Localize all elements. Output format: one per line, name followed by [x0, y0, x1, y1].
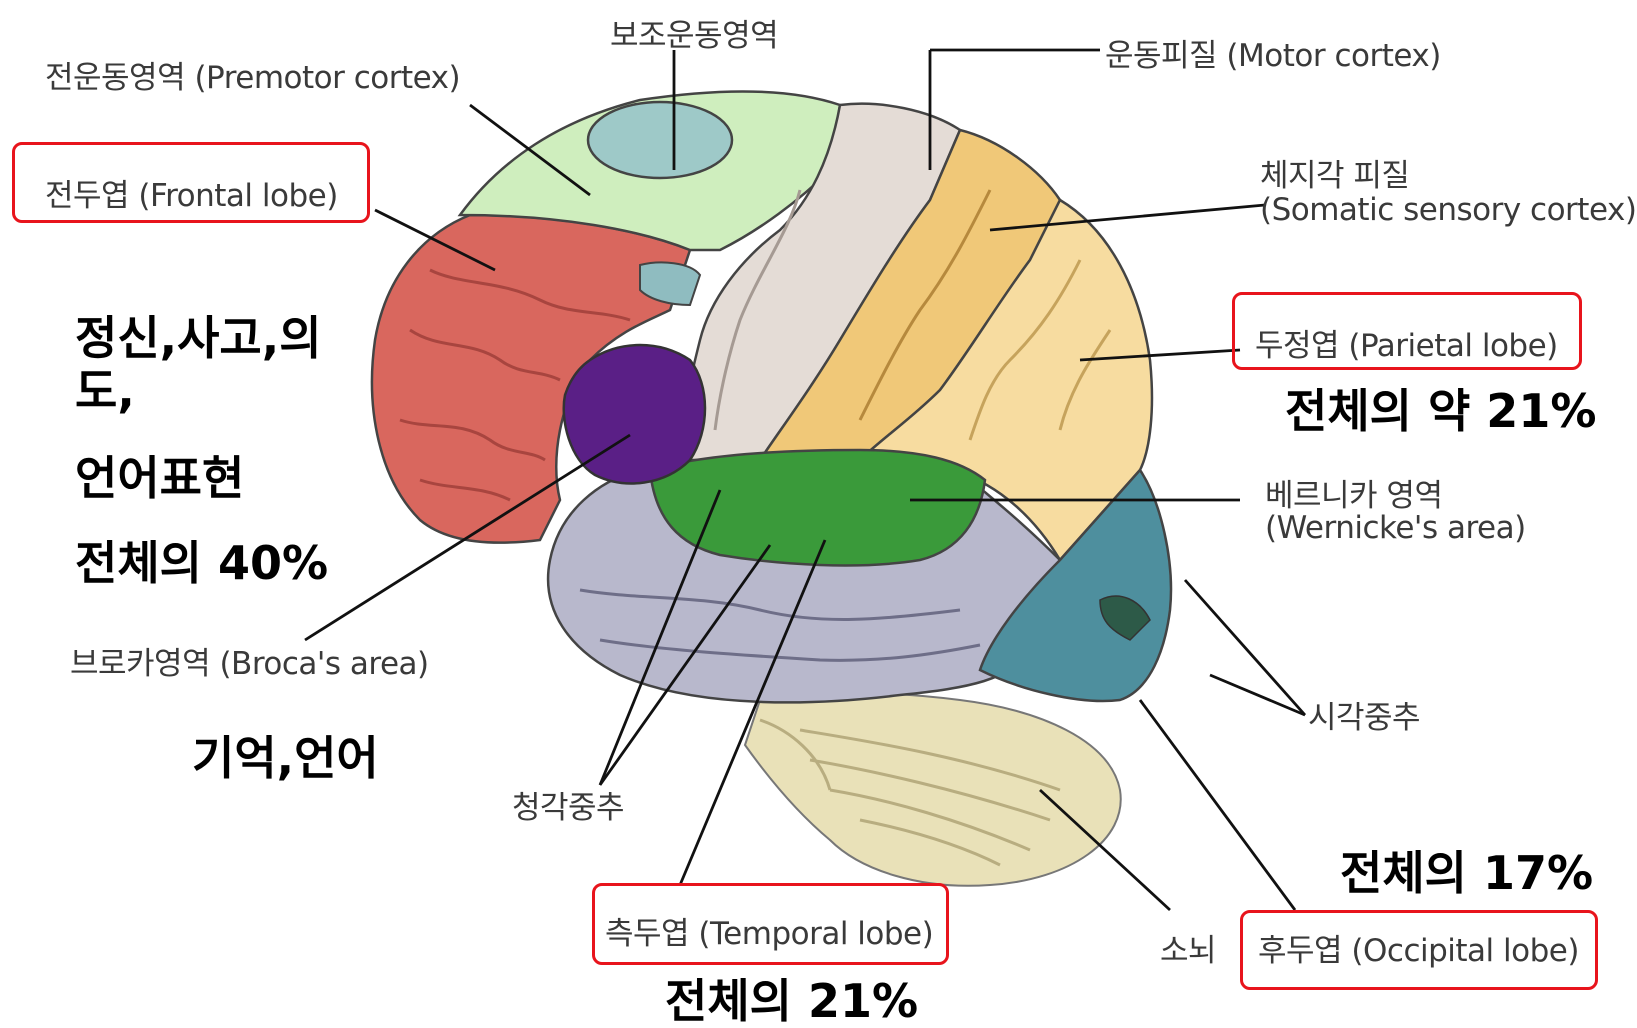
- frontal-functions-line1: 정신,사고,의: [75, 315, 322, 361]
- frontal-functions-line2: 도,: [75, 368, 135, 414]
- somatic-sensory-label-line1: 체지각 피질: [1260, 150, 1409, 195]
- cerebellum-region: [745, 693, 1121, 886]
- occipital-share-note: 전체의 17%: [1340, 850, 1593, 896]
- temporal-share-note: 전체의 21%: [665, 978, 918, 1024]
- wernicke-area-region: [650, 450, 985, 565]
- supplementary-motor-label: 보조운동영역: [610, 10, 778, 55]
- premotor-label: 전운동영역 (Premotor cortex): [45, 52, 460, 97]
- temporal-lobe-highlight-box: [592, 883, 949, 965]
- frontal-lobe-highlight-box: [12, 142, 370, 223]
- motor-cortex-label: 운동피질 (Motor cortex): [1105, 30, 1441, 75]
- parietal-lobe-highlight-box: [1232, 292, 1582, 370]
- somatic-sensory-label-line2: (Somatic sensory cortex): [1260, 192, 1636, 228]
- broca-label: 브로카영역 (Broca's area): [70, 638, 429, 683]
- auditory-center-label: 청각중추: [512, 782, 624, 827]
- frontal-share-note: 전체의 40%: [75, 540, 328, 586]
- occipital-lobe-highlight-box: [1240, 910, 1598, 990]
- wernicke-label-line1: 베르니카 영역: [1265, 470, 1442, 515]
- temporal-functions-note: 기억,언어: [192, 735, 379, 781]
- frontal-functions-line3: 언어표현: [75, 455, 244, 501]
- cerebellum-label: 소뇌: [1160, 925, 1216, 970]
- wernicke-label-line2: (Wernicke's area): [1265, 510, 1526, 546]
- visual-center-label: 시각중추: [1308, 692, 1420, 737]
- supplementary-motor-area-region: [588, 102, 732, 178]
- parietal-share-note: 전체의 약 21%: [1285, 388, 1596, 434]
